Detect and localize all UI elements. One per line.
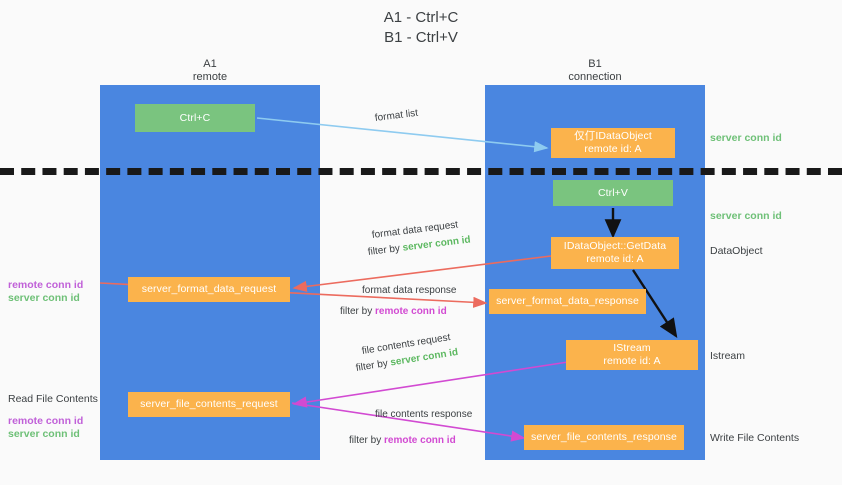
node-server-format-data-request[interactable]: server_format_data_request [128, 277, 290, 302]
annotation-server-conn-id-mid: server conn id [710, 210, 782, 222]
edge-label-format-data-response-filter: filter by remote conn id [340, 305, 447, 319]
node-idataobject-getdata[interactable]: IDataObject::GetData remote id: A [551, 237, 679, 269]
node-istream[interactable]: IStream remote id: A [566, 340, 698, 370]
node-server-file-contents-request[interactable]: server_file_contents_request [128, 392, 290, 417]
filter-prefix: filter by [367, 242, 404, 258]
filter-value-remote-conn-id: remote conn id [375, 306, 447, 317]
filter-value-remote-conn-id: remote conn id [384, 435, 456, 446]
annotation-write-file-contents: Write File Contents [710, 432, 800, 444]
annotation-remote-conn-id-2: remote conn id [8, 415, 84, 427]
node-server-file-contents-response[interactable]: server_file_contents_response [524, 425, 684, 450]
annotation-server-conn-id-1: server conn id [8, 292, 80, 304]
annotation-remote-conn-id-1: remote conn id [8, 279, 84, 291]
edge-label-format-list: format list [374, 107, 419, 124]
edge-label-format-data-response: format data response [362, 285, 457, 296]
annotation-istream: Istream [710, 350, 746, 362]
node-ctrl-v[interactable]: Ctrl+V [553, 180, 673, 206]
filter-prefix: filter by [355, 357, 392, 374]
filter-prefix: filter by [349, 435, 385, 446]
lane-header-a1: A1 remote [192, 58, 228, 83]
annotation-read-file-contents: Read File Contents [8, 393, 98, 405]
annotation-server-conn-id-2: server conn id [8, 428, 80, 440]
edge-label-file-contents-response-filter: filter by remote conn id [349, 434, 456, 448]
node-server-format-data-response[interactable]: server_format_data_response [489, 289, 646, 314]
edge-label-file-contents-response: file contents response [375, 409, 473, 420]
dashed-separator [0, 168, 842, 175]
filter-prefix: filter by [340, 306, 376, 317]
annotation-server-conn-id-top: server conn id [710, 132, 782, 144]
annotation-dataobject: DataObject [710, 245, 763, 257]
lane-header-b1: B1 connection [568, 58, 622, 83]
page-title: A1 - Ctrl+C B1 - Ctrl+V [383, 9, 459, 46]
node-ctrl-c[interactable]: Ctrl+C [135, 104, 255, 132]
node-idataobject[interactable]: 仅仃IDataObject remote id: A [551, 128, 675, 158]
